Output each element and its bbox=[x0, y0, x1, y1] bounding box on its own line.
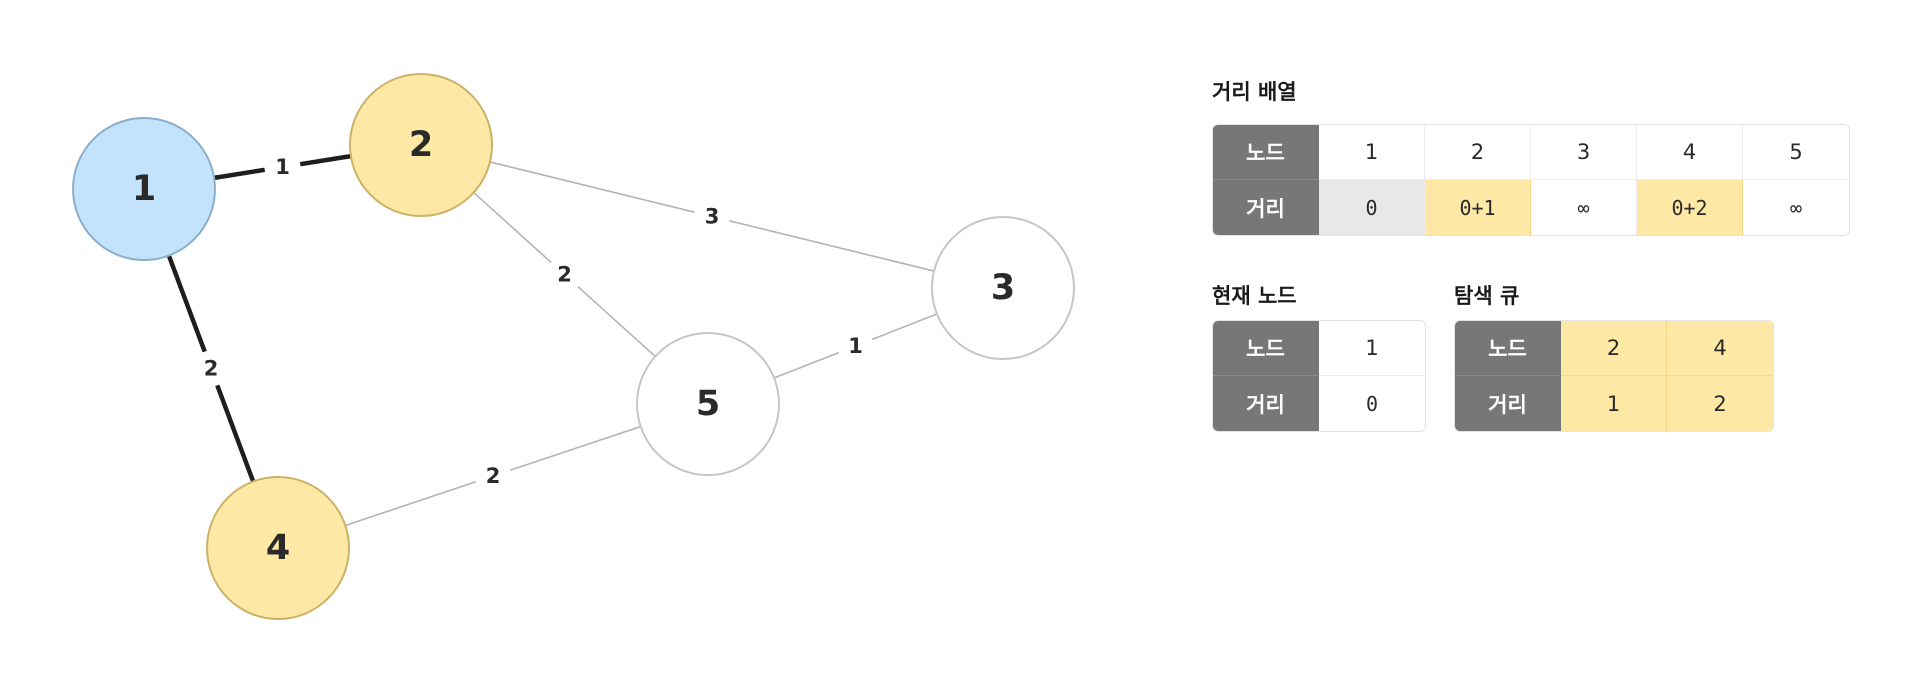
distance-array-table: 노드 1 2 3 4 5 거리 0 0+1 ∞ 0+2 ∞ bbox=[1212, 124, 1850, 236]
search-queue-dist-row: 거리 1 2 bbox=[1455, 376, 1773, 431]
search-queue-title: 탐색 큐 bbox=[1454, 284, 1520, 308]
edge-line bbox=[871, 313, 938, 341]
graph-node-circle bbox=[206, 476, 350, 620]
search-queue-node-cell: 4 bbox=[1667, 321, 1773, 376]
edge-line bbox=[299, 153, 352, 167]
search-queue-node-row: 노드 2 4 bbox=[1455, 321, 1773, 376]
edge-line bbox=[577, 285, 656, 358]
distance-array-node-cell: 3 bbox=[1531, 125, 1637, 180]
edge-weight-label: 1 bbox=[275, 155, 290, 179]
distance-array-dist-cell: ∞ bbox=[1789, 195, 1803, 220]
search-queue-node-cell: 2 bbox=[1561, 321, 1667, 376]
distance-array-dist-cell: 0 bbox=[1319, 180, 1425, 235]
edge-line bbox=[215, 384, 256, 483]
distance-array-node-cell: 1 bbox=[1319, 125, 1425, 180]
edge-line bbox=[473, 191, 552, 264]
edge-weight-label: 1 bbox=[848, 334, 863, 358]
distance-array-node-cell: 5 bbox=[1743, 125, 1849, 180]
edge-line bbox=[166, 254, 207, 353]
distance-array-dist-row: 거리 0 0+1 ∞ 0+2 ∞ bbox=[1213, 180, 1849, 235]
search-queue-table: 노드 2 4 거리 1 2 bbox=[1454, 320, 1774, 432]
current-node-node-header: 노드 bbox=[1213, 321, 1319, 376]
graph-node-label: 3 bbox=[991, 268, 1015, 308]
distance-array-node-header: 노드 bbox=[1213, 125, 1319, 180]
search-queue-node-header: 노드 bbox=[1455, 321, 1561, 376]
current-node-dist-header: 거리 bbox=[1213, 376, 1319, 431]
edge-weight-label: 3 bbox=[705, 205, 720, 229]
current-node-node-row: 노드 1 bbox=[1213, 321, 1425, 376]
search-queue-dist-header: 거리 bbox=[1455, 376, 1561, 431]
current-node-dist-row: 거리 0 bbox=[1213, 376, 1425, 431]
graph-node-circle bbox=[349, 73, 493, 217]
edge-line bbox=[345, 480, 477, 527]
current-node-dist-cell: 0 bbox=[1365, 391, 1379, 416]
graph-nodes: 1 2 3 4 5 bbox=[72, 73, 1075, 620]
distance-array-dist-header: 거리 bbox=[1213, 180, 1319, 235]
current-node-title: 현재 노드 bbox=[1212, 284, 1297, 308]
edge-line bbox=[729, 220, 935, 272]
current-node-node-cell: 1 bbox=[1319, 321, 1425, 376]
search-queue-dist-cell: 2 bbox=[1667, 376, 1773, 431]
edge-line bbox=[213, 167, 266, 181]
edge-weight-label: 2 bbox=[486, 464, 501, 488]
distance-array-node-cell: 2 bbox=[1425, 125, 1531, 180]
graph-node-circle bbox=[636, 332, 780, 476]
edge-line bbox=[773, 351, 840, 379]
distance-array-node-row: 노드 1 2 3 4 5 bbox=[1213, 125, 1849, 180]
graph-node-label: 5 bbox=[696, 384, 720, 424]
graph-node-label: 4 bbox=[266, 528, 290, 568]
graph-node-label: 1 bbox=[132, 169, 156, 209]
edge-weight-label: 2 bbox=[204, 357, 219, 381]
distance-array-dist-cell: 0+1 bbox=[1425, 180, 1531, 235]
graph-node-circle bbox=[72, 117, 216, 261]
edge-line bbox=[509, 425, 641, 472]
search-queue-dist-cell: 1 bbox=[1561, 376, 1667, 431]
graph-edges: 1 2 3 2 1 2 bbox=[166, 153, 938, 527]
graph-node-label: 2 bbox=[409, 125, 433, 165]
current-node-table: 노드 1 거리 0 bbox=[1212, 320, 1426, 432]
graph-node-circle bbox=[931, 216, 1075, 360]
distance-array-node-cell: 4 bbox=[1637, 125, 1743, 180]
edge-weight-label: 2 bbox=[557, 263, 572, 287]
distance-array-dist-cell: 0+2 bbox=[1637, 180, 1743, 235]
distance-array-dist-cell: ∞ bbox=[1531, 180, 1637, 235]
edge-line bbox=[489, 161, 695, 213]
distance-array-title: 거리 배열 bbox=[1212, 80, 1297, 104]
graph-diagram: 1 2 3 2 1 2 1 2 3 4 5 bbox=[72, 73, 1075, 620]
